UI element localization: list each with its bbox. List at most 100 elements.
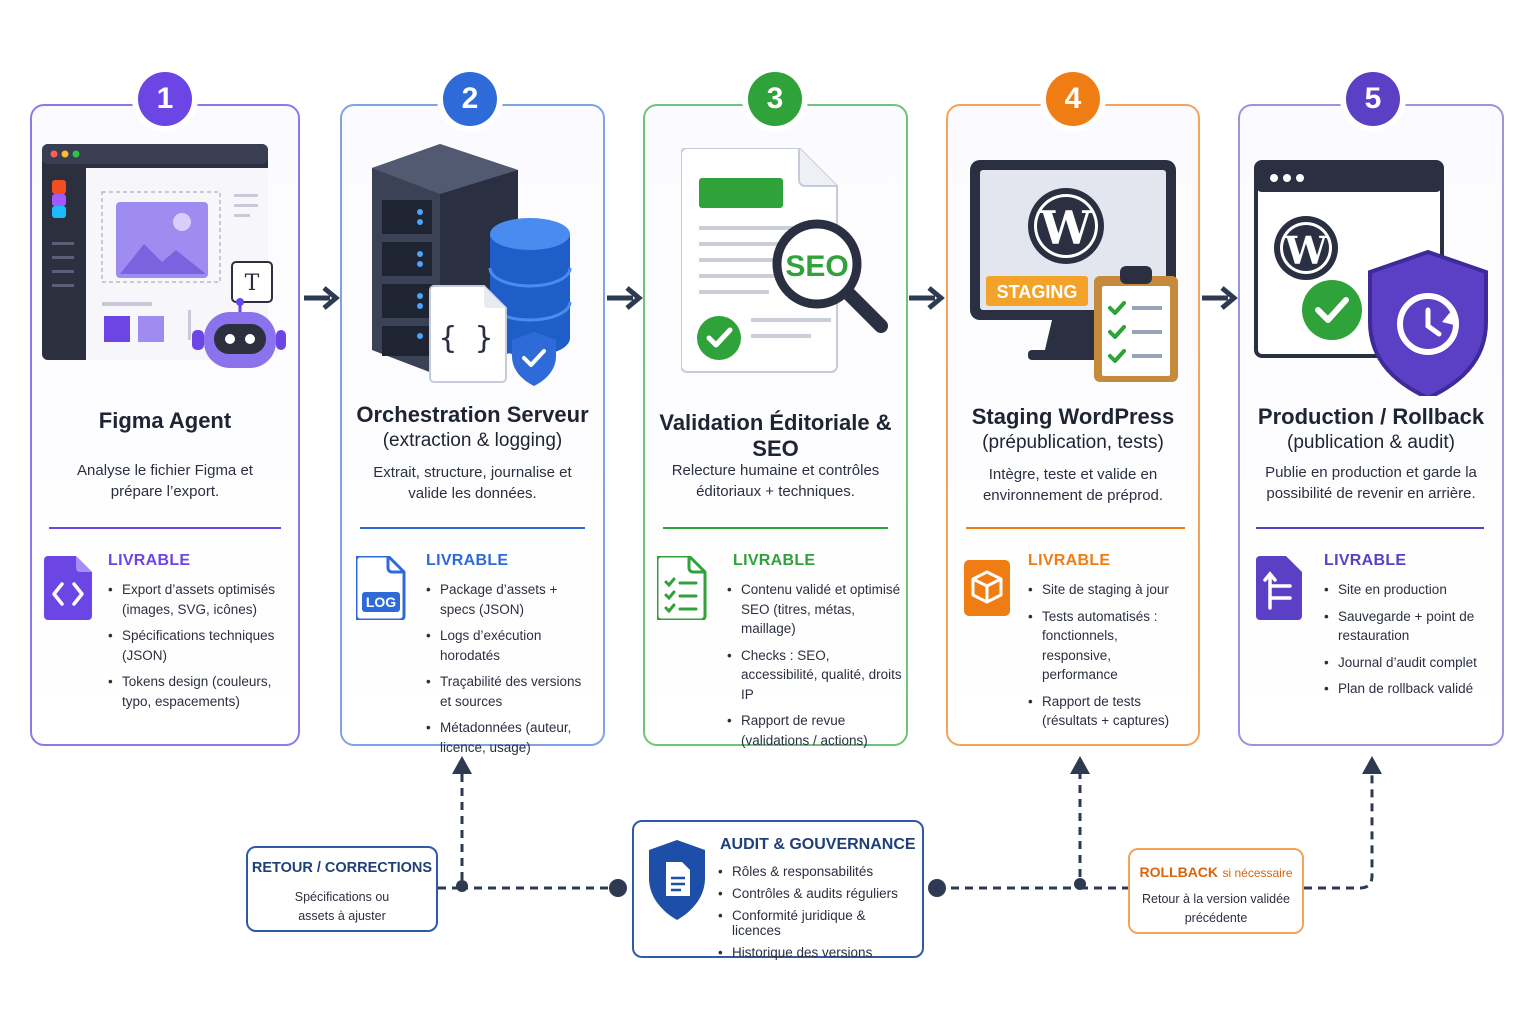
audit-item: Rôles & responsabilités: [718, 864, 918, 879]
staging-monitor-illustration: W STAGING: [970, 160, 1185, 390]
deliverable-item: Checks : SEO, accessibilité, qualité, dr…: [727, 646, 903, 705]
document-shield-icon: [646, 838, 708, 922]
svg-text:W: W: [1039, 201, 1093, 255]
deliverable-item: Métadonnées (auteur, licence, usage): [426, 718, 596, 757]
package-icon: [964, 556, 1012, 620]
deliverable-item: Tokens design (couleurs, typo, espacemen…: [108, 672, 288, 711]
step-title: Orchestration Serveur: [356, 402, 589, 427]
json-file-icon: { }: [429, 285, 507, 383]
log-label: LOG: [366, 594, 396, 610]
step-description: Intègre, teste et valide en environnemen…: [982, 466, 1164, 504]
step-subtitle: (prépublication, tests): [982, 432, 1164, 453]
step-badge-1: 1: [138, 72, 192, 126]
log-file-icon: LOG: [356, 556, 406, 620]
step-description: Analyse le fichier Figma et prépare l’ex…: [77, 462, 253, 500]
rollback-box: ROLLBACK si nécessaire Retour à la versi…: [1128, 848, 1304, 934]
step-card-1: Figma Agent Analyse le fichier Figma et …: [30, 104, 300, 746]
deliverable-list: Package d’assets + specs (JSON) Logs d’e…: [426, 580, 596, 764]
deliverable-item: Rapport de tests (résultats + captures): [1028, 692, 1188, 731]
step-title: Staging WordPress: [971, 404, 1175, 429]
deliverable-list: Contenu validé et optimisé SEO (titres, …: [727, 580, 903, 757]
deliverable-item: Site de staging à jour: [1028, 580, 1188, 600]
divider: [1256, 527, 1484, 529]
shield-restore-icon: [1368, 249, 1488, 396]
deliverable-item: Export d’assets optimisés (images, SVG, …: [108, 580, 288, 619]
robot-icon: [192, 298, 286, 368]
arrow-right-icon: [605, 284, 645, 312]
audit-list: Rôles & responsabilités Contrôles & audi…: [718, 864, 918, 967]
deliverable-item: Tests automatisés : fonctionnels, respon…: [1028, 607, 1188, 685]
retour-corrections-box: RETOUR / CORRECTIONS Spécifications ou a…: [246, 846, 438, 932]
step-title: Figma Agent: [98, 408, 232, 433]
deliverable-item: Package d’assets + specs (JSON): [426, 580, 596, 619]
deliverable-item: Contenu validé et optimisé SEO (titres, …: [727, 580, 903, 639]
deliverable-list: Site de staging à jour Tests automatisés…: [1028, 580, 1188, 738]
step-description: Publie en production et garde la possibi…: [1265, 464, 1477, 502]
deliverable-item: Traçabilité des versions et sources: [426, 672, 596, 711]
production-window-illustration: W: [1254, 160, 1490, 396]
arrow-right-icon: [302, 284, 342, 312]
divider: [663, 527, 888, 529]
deliverable-title: LIVRABLE: [426, 552, 509, 569]
wordpress-icon: W: [1274, 216, 1338, 280]
deliverable-item: Rapport de revue (validations / actions): [727, 711, 903, 750]
deliverable-item: Logs d’exécution horodatés: [426, 626, 596, 665]
step-card-4: Staging WordPress (prépublication, tests…: [946, 104, 1200, 746]
code-file-icon: [44, 556, 92, 620]
audit-title: AUDIT & GOUVERNANCE: [720, 836, 916, 853]
deliverable-list: Export d’assets optimisés (images, SVG, …: [108, 580, 288, 718]
retour-description: Spécifications ou assets à ajuster: [294, 890, 390, 923]
divider: [966, 527, 1185, 529]
audit-governance-box: AUDIT & GOUVERNANCE Rôles & responsabili…: [632, 820, 924, 960]
step-description: Extrait, structure, journalise et valide…: [373, 464, 572, 502]
divider: [49, 527, 281, 529]
rollback-heading: ROLLBACK si nécessaire: [1130, 864, 1302, 882]
step-title: Validation Éditoriale & SEO: [659, 410, 892, 461]
audit-item: Conformité juridique & licences: [718, 908, 918, 938]
step-description: Relecture humaine et contrôles éditoriau…: [671, 462, 880, 500]
rollback-title: ROLLBACK: [1139, 864, 1219, 880]
rollback-description: Retour à la version validée précédente: [1142, 892, 1290, 925]
deliverable-title: LIVRABLE: [733, 552, 816, 569]
code-braces: { }: [439, 321, 493, 356]
staging-label: STAGING: [997, 282, 1078, 302]
step-badge-4: 4: [1046, 72, 1100, 126]
step-card-5: Production / Rollback (publication & aud…: [1238, 104, 1504, 746]
database-icon: [488, 218, 572, 356]
deliverable-title: LIVRABLE: [1028, 552, 1111, 569]
step-title: Production / Rollback: [1257, 404, 1485, 429]
deliverable-item: Sauvegarde + point de restauration: [1324, 607, 1494, 646]
wordpress-icon: W: [1028, 188, 1104, 264]
text-tool-icon: T: [245, 271, 260, 296]
step-badge-5: 5: [1346, 72, 1400, 126]
clipboard-icon: [1094, 266, 1178, 382]
magnifier-icon: SEO: [772, 219, 888, 333]
seo-document-illustration: SEO: [681, 148, 901, 388]
svg-text:W: W: [1284, 228, 1329, 273]
figma-editor-illustration: T: [42, 144, 287, 389]
divider: [360, 527, 585, 529]
step-card-2: Orchestration Serveur (extraction & logg…: [340, 104, 605, 755]
deliverable-list: Site en production Sauvegarde + point de…: [1324, 580, 1494, 706]
step-card-3: Validation Éditoriale & SEO Relecture hu…: [643, 104, 908, 748]
step-badge-2: 2: [443, 72, 497, 126]
deliverable-item: Plan de rollback validé: [1324, 679, 1494, 699]
rollback-title-suffix: si nécessaire: [1222, 866, 1293, 880]
seo-label: SEO: [785, 250, 848, 283]
deliverable-title: LIVRABLE: [1324, 552, 1407, 569]
retour-title: RETOUR / CORRECTIONS: [251, 860, 433, 876]
checklist-file-icon: [657, 556, 707, 620]
deliverable-item: Journal d’audit complet: [1324, 653, 1494, 673]
step-subtitle: (extraction & logging): [382, 430, 563, 451]
step-badge-3: 3: [748, 72, 802, 126]
arrow-right-icon: [1200, 284, 1240, 312]
audit-item: Contrôles & audits réguliers: [718, 886, 918, 901]
shield-check-icon: [512, 332, 556, 386]
step-subtitle: (publication & audit): [1287, 432, 1455, 453]
arrow-right-icon: [907, 284, 947, 312]
server-database-illustration: { }: [366, 138, 576, 388]
deliverable-item: Spécifications techniques (JSON): [108, 626, 288, 665]
audit-item: Historique des versions: [718, 945, 918, 960]
structure-file-icon: [1256, 556, 1302, 620]
